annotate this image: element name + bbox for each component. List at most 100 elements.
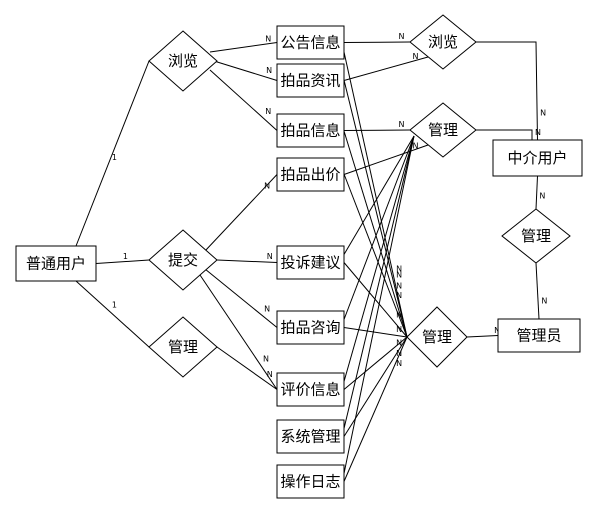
relationship-submit_user[interactable]: 提交 [148, 229, 218, 291]
cardinality-label: N [396, 291, 402, 300]
relationship-diamond [406, 306, 468, 368]
edge-news-browse_agent [343, 56, 429, 81]
relationship-label: 管理 [422, 328, 452, 346]
entity-consult[interactable]: 拍品咨询 [276, 310, 345, 345]
fan-edge-consult [343, 135, 415, 320]
entity-label: 操作日志 [280, 473, 340, 491]
relationship-manage_mid[interactable]: 管理 [501, 208, 571, 264]
edge-agent-manage_mid [535, 175, 538, 210]
entity-item[interactable]: 拍品信息 [276, 113, 345, 148]
entity-admin[interactable]: 管理员 [497, 318, 581, 353]
entity-log[interactable]: 操作日志 [276, 464, 345, 499]
entity-box [492, 139, 583, 177]
fan-edge-review [343, 135, 415, 382]
relationship-label: 浏览 [168, 52, 198, 70]
cardinality-label: N [398, 32, 404, 41]
entity-box [276, 372, 345, 407]
relationship-browse_agent[interactable]: 浏览 [409, 14, 477, 70]
edge-browse_user-news [213, 60, 278, 81]
edge-manage_user-review [216, 346, 278, 390]
cardinality-label: N [541, 297, 547, 306]
edge-log-manage_admin [343, 336, 408, 482]
cardinality-label: N [539, 192, 545, 201]
edge-bid-manage_agent [343, 144, 429, 175]
relationship-manage_admin[interactable]: 管理 [406, 306, 468, 368]
edge-browse_agent-agent [476, 41, 538, 141]
edge-manage_mid-admin [535, 262, 540, 320]
node-layer: 普通用户 公告信息拍品资讯拍品信息拍品出价投诉建议拍品咨询评价信息系统管理操作日志… [15, 14, 583, 499]
entity-news[interactable]: 拍品资讯 [276, 63, 345, 98]
entity-complaint[interactable]: 投诉建议 [276, 245, 345, 280]
edge-submit_user-consult [204, 268, 278, 328]
cardinality-label: N [396, 325, 402, 334]
edge-bid-manage_admin [343, 173, 408, 338]
cardinality-label: N [396, 270, 402, 279]
edge-submit_user-review [199, 274, 278, 390]
entity-system[interactable]: 系统管理 [276, 419, 345, 454]
relationship-diamond [409, 102, 477, 158]
entity-box [497, 318, 581, 353]
entity-notice[interactable]: 公告信息 [276, 25, 345, 60]
edge-notice-browse_agent [343, 41, 411, 43]
cardinality-label: 1 [123, 252, 128, 261]
relationship-label: 浏览 [428, 33, 458, 51]
edge-browse_user-notice [209, 42, 278, 53]
entity-box [276, 157, 345, 192]
cardinality-label: N [264, 181, 270, 190]
entity-label: 拍品咨询 [280, 319, 340, 337]
edge-review-manage_admin [343, 336, 408, 390]
cardinality-label: N [266, 66, 272, 75]
edge-browse_user-item [209, 69, 278, 131]
edge-item-manage_agent [343, 129, 411, 131]
relationship-diamond [148, 229, 218, 291]
edge-consult-manage_admin [343, 327, 408, 338]
cardinality-label: N [396, 339, 402, 348]
entity-agent[interactable]: 中介用户 [492, 139, 583, 177]
relationship-diamond [409, 14, 477, 70]
entity-bid[interactable]: 拍品出价 [276, 157, 345, 192]
edge-user-browse_user [75, 60, 150, 247]
entity-box [276, 419, 345, 454]
edge-system-manage_admin [343, 336, 408, 437]
relationship-manage_user[interactable]: 管理 [148, 316, 218, 378]
relationship-label: 管理 [521, 227, 551, 245]
entity-label: 投诉建议 [280, 254, 340, 272]
cardinality-label: N [398, 120, 404, 129]
cardinality-label: N [264, 305, 270, 314]
cardinality-label: N [267, 252, 273, 261]
cardinality-label: 1 [112, 301, 117, 310]
edge-manage_admin-admin [466, 335, 499, 338]
cardinality-label: N [413, 52, 419, 61]
entity-label: 拍品信息 [280, 122, 340, 140]
relationship-label: 提交 [168, 251, 198, 269]
fan-edge-system [343, 135, 415, 429]
edge-news-manage_admin [343, 79, 408, 338]
entity-review[interactable]: 评价信息 [276, 372, 345, 407]
edge-notice-manage_admin [343, 51, 408, 338]
edge-submit_user-bid [204, 174, 278, 252]
entity-box [15, 245, 97, 282]
fan-edge-complaint [343, 135, 415, 255]
entity-box [276, 63, 345, 98]
entity-label: 管理员 [516, 327, 561, 345]
edge-manage_agent-agent [476, 129, 533, 140]
entity-box [276, 245, 345, 280]
entity-box [276, 310, 345, 345]
relationship-label: 管理 [168, 338, 198, 356]
entity-user[interactable]: 普通用户 [15, 245, 97, 282]
entity-label: 中介用户 [507, 149, 567, 167]
cardinality-label: N [413, 141, 419, 150]
cardinality-label: N [267, 370, 273, 379]
cardinality-label: N [396, 282, 402, 291]
cardinality-label: N [494, 326, 500, 335]
entity-label: 拍品出价 [280, 166, 340, 184]
relationship-diamond [501, 208, 571, 264]
relationship-browse_user[interactable]: 浏览 [148, 30, 218, 92]
cardinality-label: N [396, 264, 402, 273]
relationship-label: 管理 [428, 121, 458, 139]
relationship-manage_agent[interactable]: 管理 [409, 102, 477, 158]
cardinality-label: N [263, 354, 269, 363]
entity-label: 拍品资讯 [280, 72, 340, 90]
